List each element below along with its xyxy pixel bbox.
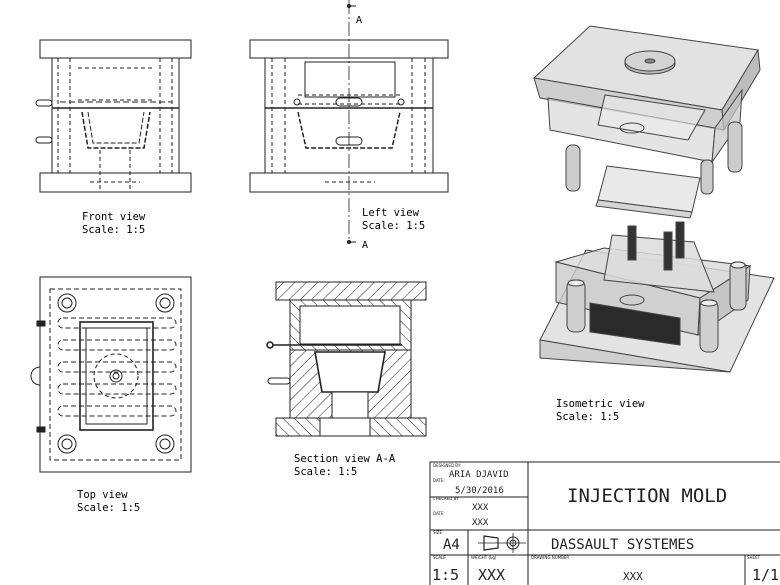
section-cut-marker: A A (347, 4, 368, 251)
title-block (429, 461, 780, 585)
front-view-title: Front view (82, 211, 146, 223)
isometric-view-drawing (532, 25, 775, 373)
isometric-view-scale: Scale: 1:5 (556, 411, 619, 423)
checked-by-value: XXX (472, 503, 489, 513)
isometric-view-title: Isometric view (556, 398, 645, 410)
designed-by-value: ARIA DJAVID (449, 470, 509, 480)
scale-caption: SCALE (433, 555, 446, 560)
top-view-title: Top view (77, 489, 128, 501)
section-marker-bottom: A (362, 240, 368, 251)
left-view-title: Left view (362, 207, 420, 219)
section-view-drawing (266, 281, 427, 437)
top-view-drawing (30, 276, 192, 473)
checked-by-caption: CHECKED BY: (433, 496, 459, 501)
left-view-scale: Scale: 1:5 (362, 220, 425, 232)
front-view-drawing (35, 39, 192, 193)
sheet-caption: SHEET (747, 555, 761, 560)
left-view-drawing (249, 0, 449, 242)
front-view-scale: Scale: 1:5 (82, 224, 145, 236)
date-value-1: 5/30/2016 (455, 486, 504, 496)
weight-caption: WEIGHT (kg) (471, 555, 497, 560)
section-view-title: Section view A-A (294, 453, 396, 465)
sheet-value: 1/1 (752, 566, 779, 584)
section-view-scale: Scale: 1:5 (294, 466, 357, 478)
scale-value: 1:5 (432, 566, 459, 584)
date-caption-2: DATE: (433, 511, 445, 516)
date-caption-1: DATE: (433, 478, 445, 483)
drawing-number-caption: DRAWING NUMBER (531, 555, 569, 560)
top-view-scale: Scale: 1:5 (77, 502, 140, 514)
company-name: DASSAULT SYSTEMES (551, 537, 694, 553)
weight-value: XXX (478, 566, 505, 584)
designed-by-caption: DESIGNED BY: (433, 463, 461, 468)
size-value: A4 (443, 537, 460, 553)
drawing-title: INJECTION MOLD (567, 485, 727, 507)
drawing-number-value: XXX (623, 570, 643, 583)
size-caption: SIZE (433, 530, 442, 535)
date-value-2: XXX (472, 518, 489, 528)
section-marker-top: A (356, 15, 362, 26)
